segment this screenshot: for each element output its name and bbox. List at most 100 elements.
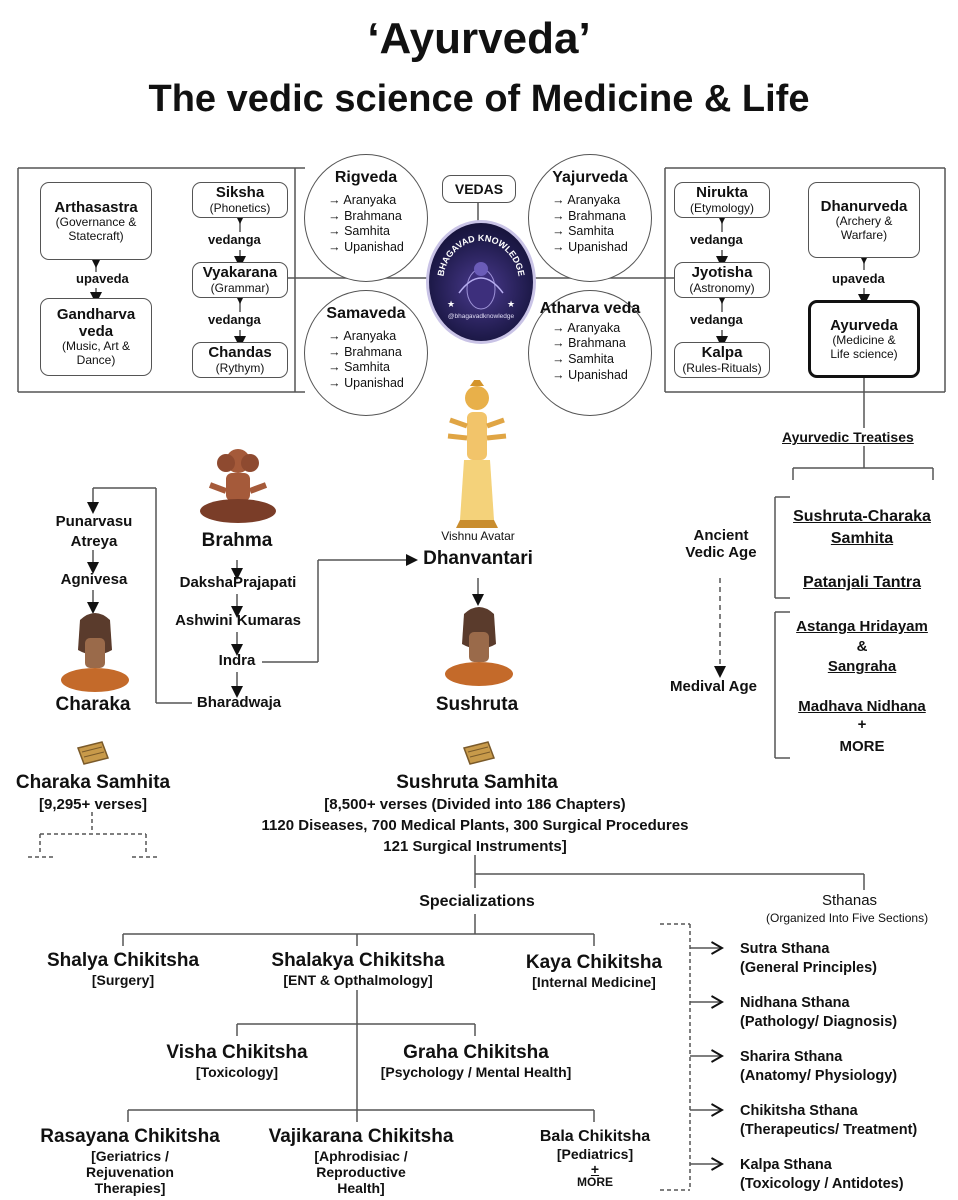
veda-item: → Upanishad: [328, 375, 404, 390]
vedanga-link-label: vedanga: [208, 232, 261, 247]
upaveda-link-label: upaveda: [76, 271, 129, 286]
brahma-figure: [200, 449, 276, 523]
veda-item: → Samhita: [552, 352, 614, 367]
box-desc: (Etymology): [689, 200, 754, 215]
upaveda-link-label: upaveda: [832, 271, 885, 286]
sushruta-label: Sushruta: [435, 694, 519, 715]
veda-item: → Brahmana: [552, 208, 626, 223]
specialization-name: Vajikarana Chikitsha: [268, 1126, 454, 1147]
treatise-more: MORE: [839, 738, 885, 755]
specialization-desc: [Psychology / Mental Health]: [380, 1063, 572, 1080]
sushruta-scroll-icon: [463, 741, 495, 765]
veda-item: → Upanishad: [328, 239, 404, 254]
sthana-name: Sharira Sthana: [740, 1049, 843, 1065]
veda-item: → Aranyaka: [328, 329, 397, 343]
specialization-desc: [ENT & Opthalmology]: [283, 971, 433, 988]
box-desc: (Phonetics): [209, 200, 271, 215]
specialization-kaya: Kaya Chikitsha [Internal Medicine]: [506, 952, 682, 990]
specialization-desc: [Pediatrics]: [556, 1146, 634, 1163]
vishnu-avatar-label: Vishnu Avatar: [441, 529, 515, 543]
vyakarana-box: Vyakarana (Grammar): [192, 262, 288, 298]
gandharva-veda-box: Gandharva veda (Music, Art & Dance): [40, 298, 152, 376]
ayurveda-box: Ayurveda (Medicine & Life science): [808, 300, 920, 378]
box-title: Siksha: [215, 184, 265, 202]
vedas-label-box: VEDAS: [442, 175, 516, 203]
specialization-vajikarana: Vajikarana Chikitsha [Aphrodisiac / Repr…: [248, 1126, 474, 1196]
box-title: Dhanurveda: [820, 197, 908, 215]
veda-circle-rigveda: Rigveda → Aranyaka → Brahmana → Samhita …: [304, 154, 428, 282]
charaka-scroll-icon: [77, 741, 109, 765]
veda-name: Rigveda: [334, 169, 398, 186]
specialization-more: MORE: [577, 1175, 613, 1190]
specialization-bala: Bala Chikitsha [Pediatrics] + MORE: [520, 1128, 670, 1190]
specialization-name: Graha Chikitsha: [403, 1042, 549, 1063]
veda-item: → Samhita: [328, 224, 390, 239]
sthana-desc: (General Principles): [740, 959, 877, 976]
veda-item: → Upanishad: [552, 239, 628, 254]
veda-name: Atharva veda: [539, 300, 641, 317]
treatise-astanga-hridayam: Astanga Hridayam: [796, 618, 928, 635]
sthana-item: Chikitsha Sthana (Therapeutics/ Treatmen…: [740, 1102, 917, 1140]
treatise-patanjali: Patanjali Tantra: [803, 574, 921, 591]
specialization-name: Visha Chikitsha: [166, 1042, 308, 1063]
sthana-desc: (Anatomy/ Physiology): [740, 1067, 898, 1084]
sushruta-samhita-line: 1120 Diseases, 700 Medical Plants, 300 S…: [261, 817, 689, 834]
sthana-desc: (Therapeutics/ Treatment): [740, 1121, 918, 1138]
sthana-item: Sutra Sthana (General Principles): [740, 940, 877, 978]
nirukta-box: Nirukta (Etymology): [674, 182, 770, 218]
box-title: Vyakarana: [202, 264, 278, 282]
ashwini-kumaras-label: Ashwini Kumaras: [175, 612, 301, 629]
sthanas-subheading: (Organized Into Five Sections): [766, 911, 929, 925]
veda-items: → Aranyaka → Brahmana → Samhita → Upanis…: [328, 329, 404, 392]
specialization-desc: [Geriatrics / Rejuvenation Therapies]: [86, 1147, 174, 1197]
ancient-vedic-age-label: Ancient Vedic Age: [685, 527, 757, 562]
veda-items: → Aranyaka → Brahmana → Samhita → Upanis…: [552, 321, 628, 384]
box-title: Arthasastra: [54, 198, 138, 216]
kalpa-box: Kalpa (Rules-Rituals): [674, 342, 770, 378]
charaka-samhita-title: Charaka Samhita: [15, 772, 171, 793]
logo-handle: @bhagavadknowledge: [447, 313, 515, 320]
sthanas-heading: Sthanas: [822, 892, 878, 909]
indra-label: Indra: [218, 652, 256, 669]
sushruta-samhita-title: Sushruta Samhita: [396, 772, 558, 793]
punarvasu-atreya-label: Punarvasu Atreya: [55, 513, 133, 551]
veda-circle-atharvaveda: Atharva veda → Aranyaka → Brahmana → Sam…: [528, 290, 652, 416]
dhanurveda-box: Dhanurveda (Archery & Warfare): [808, 182, 920, 258]
daksha-prajapati-label: DakshaPrajapati: [179, 574, 297, 591]
sthana-name: Sutra Sthana: [740, 941, 830, 957]
specialization-name: Rasayana Chikitsha: [40, 1126, 220, 1147]
veda-name: Yajurveda: [552, 169, 628, 186]
specialization-visha: Visha Chikitsha [Toxicology]: [150, 1042, 324, 1080]
veda-item: → Samhita: [328, 360, 390, 375]
veda-item: → Aranyaka: [328, 193, 397, 207]
vishnu-figure: [447, 380, 507, 528]
sushruta-figure: [445, 607, 513, 686]
vedanga-link-label: vedanga: [208, 312, 261, 327]
specialization-desc: [Aphrodisiac / Reproductive Health]: [314, 1147, 408, 1197]
veda-item: → Upanishad: [552, 367, 628, 382]
svg-text:★: ★: [447, 299, 455, 309]
box-desc: (Grammar): [210, 280, 270, 295]
treatise-sushruta-charaka: Sushruta-Charaka Samhita: [793, 508, 931, 548]
jyotisha-box: Jyotisha (Astronomy): [674, 262, 770, 298]
vedanga-link-label: vedanga: [690, 312, 743, 327]
dhanvantari-label: Dhanvantari: [423, 548, 533, 569]
page-subtitle: The vedic science of Medicine & Life: [148, 78, 810, 120]
sthana-item: Nidhana Sthana (Pathology/ Diagnosis): [740, 994, 897, 1032]
chandas-box: Chandas (Rythym): [192, 342, 288, 378]
box-desc: (Medicine & Life science): [830, 332, 898, 361]
sushruta-samhita-line: [8,500+ verses (Divided into 186 Chapter…: [324, 796, 626, 813]
box-desc: (Rules-Rituals): [682, 360, 762, 375]
vedanga-link-label: vedanga: [690, 232, 743, 247]
specializations-heading: Specializations: [419, 893, 535, 910]
sthana-item: Sharira Sthana (Anatomy/ Physiology): [740, 1048, 897, 1086]
veda-circle-samaveda: Samaveda → Aranyaka → Brahmana → Samhita…: [304, 290, 428, 416]
box-desc: (Rythym): [215, 360, 265, 375]
medival-age-label: Medival Age: [670, 678, 757, 695]
specialization-shalakya: Shalakya Chikitsha [ENT & Opthalmology]: [250, 950, 466, 988]
brahma-label: Brahma: [201, 530, 273, 551]
specialization-more-plus: +: [590, 1161, 600, 1178]
box-title: Ayurveda: [830, 316, 898, 334]
sthana-desc: (Toxicology / Antidotes): [740, 1175, 904, 1192]
